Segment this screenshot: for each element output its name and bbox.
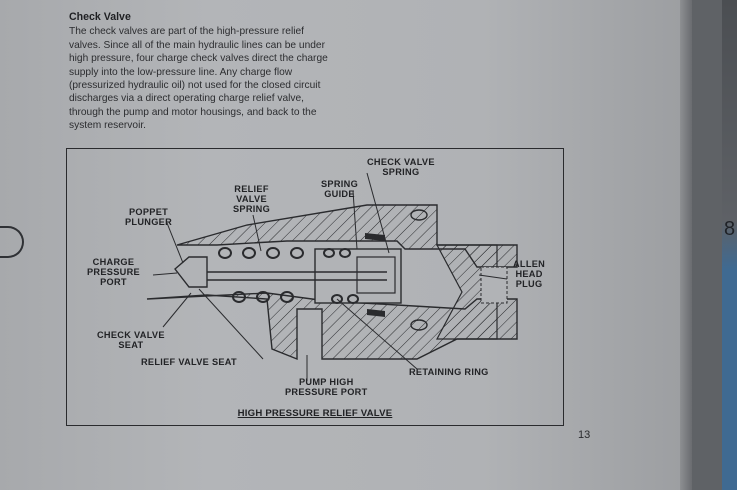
poppet-plunger	[174, 256, 208, 288]
check-spring-seat	[365, 233, 385, 241]
label-relief-valve-spring: RELIEF VALVE SPRING	[233, 184, 271, 214]
o-ring-bottom	[410, 319, 428, 331]
label-pump-high-pressure-port: PUMP HIGH PRESSURE PORT	[285, 377, 368, 397]
housing-lower	[146, 292, 518, 361]
figure-caption: HIGH PRESSURE RELIEF VALVE	[237, 408, 393, 419]
page-number: 13	[578, 429, 591, 441]
binder-hole	[0, 226, 24, 258]
allen-head-plug	[480, 266, 508, 304]
relief-valve-figure: CHECK VALVE SPRING SPRING GUIDE RELIEF V…	[66, 148, 564, 426]
o-ring-top	[410, 209, 428, 221]
label-poppet-plunger: POPPET PLUNGER	[125, 207, 173, 227]
adjacent-page-glyph: 8	[724, 218, 736, 240]
section-heading: Check Valve	[69, 11, 131, 23]
check-valve-poppet	[356, 256, 396, 294]
manual-page: Check Valve The check valves are part of…	[0, 0, 692, 490]
section-paragraph: The check valves are part of the high-pr…	[69, 26, 328, 132]
check-valve-section: Check Valve The check valves are part of…	[69, 11, 334, 133]
label-relief-valve-seat: RELIEF VALVE SEAT	[141, 357, 237, 367]
relief-spring-lower	[232, 291, 359, 304]
page-edge	[680, 0, 692, 490]
relief-spring-upper	[218, 247, 351, 259]
label-check-valve-spring: CHECK VALVE SPRING	[367, 157, 435, 177]
label-allen-head-plug: ALLEN HEAD PLUG	[513, 259, 546, 289]
adjacent-page-strip: 8	[722, 0, 737, 490]
retaining-ring	[367, 309, 385, 317]
leader-lines	[152, 172, 508, 381]
label-check-valve-seat: CHECK VALVE SEAT	[97, 330, 165, 350]
label-spring-guide: SPRING GUIDE	[321, 179, 359, 199]
valve-cross-section-drawing	[146, 172, 518, 381]
label-retaining-ring: RETAINING RING	[409, 367, 489, 377]
label-charge-pressure-port: CHARGE PRESSURE PORT	[87, 257, 140, 287]
